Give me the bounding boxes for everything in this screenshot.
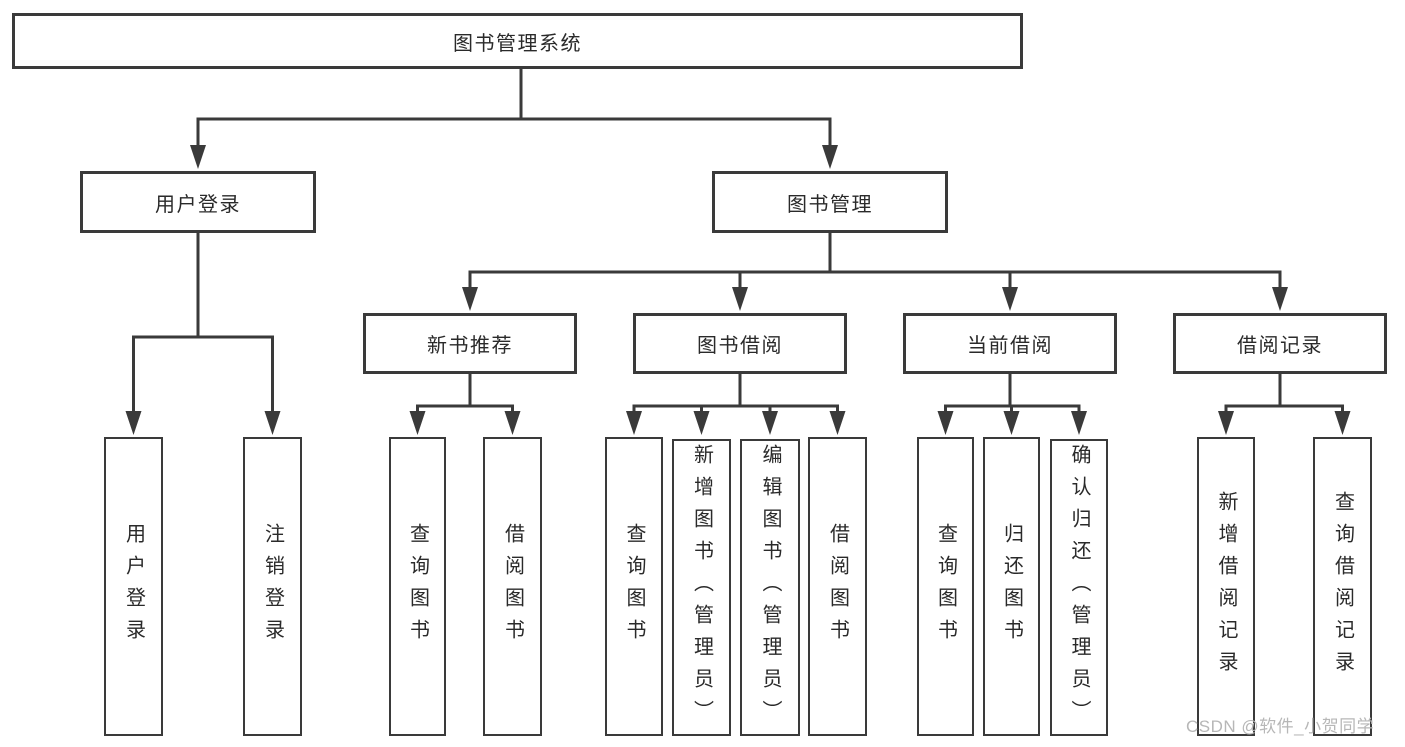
- node-book-borrowing-label: 图书借阅: [697, 335, 783, 357]
- connector-mgmt-to-level3: [462, 231, 1288, 311]
- leaf-current-confirm-return-admin: 确认归还（管理员）: [1050, 439, 1108, 736]
- leaf-borrow-query-book: 查询图书: [605, 437, 663, 736]
- leaf-recommend-borrow-book-label: 借阅图书: [501, 522, 524, 651]
- leaf-recommend-borrow-book: 借阅图书: [483, 437, 542, 736]
- leaf-logout-label: 注销登录: [261, 522, 284, 651]
- connector-root-to-level2: [190, 67, 838, 169]
- node-user-login: 用户登录: [80, 171, 316, 233]
- node-new-book-recommendation: 新书推荐: [363, 313, 577, 374]
- leaf-borrow-edit-book-admin: 编辑图书（管理员）: [740, 439, 800, 736]
- leaf-current-confirm-return-admin-label: 确认归还（管理员）: [1068, 443, 1090, 732]
- leaf-records-query-record-label: 查询借阅记录: [1331, 490, 1354, 683]
- leaf-user-login-label: 用户登录: [122, 522, 145, 651]
- leaf-user-login: 用户登录: [104, 437, 163, 736]
- node-book-management-label: 图书管理: [787, 193, 873, 216]
- leaf-borrow-borrow-book-label: 借阅图书: [826, 522, 849, 651]
- leaf-borrow-add-book-admin-label: 新增图书（管理员）: [690, 443, 713, 732]
- node-current-borrowing: 当前借阅: [903, 313, 1117, 374]
- leaf-records-add-record: 新增借阅记录: [1197, 437, 1255, 736]
- leaf-records-add-record-label: 新增借阅记录: [1215, 490, 1237, 683]
- connector-records-to-leaves: [1218, 372, 1351, 435]
- leaf-current-return-book-label: 归还图书: [1000, 522, 1023, 651]
- leaf-logout: 注销登录: [243, 437, 302, 736]
- leaf-current-return-book: 归还图书: [983, 437, 1040, 736]
- leaf-borrow-query-book-label: 查询图书: [623, 522, 645, 651]
- leaf-current-query-book-label: 查询图书: [934, 522, 957, 651]
- leaf-recommend-query-book-label: 查询图书: [406, 522, 429, 651]
- watermark: CSDN @软件_小贺同学: [1186, 717, 1375, 736]
- leaf-borrow-edit-book-admin-label: 编辑图书（管理员）: [759, 443, 781, 732]
- leaf-borrow-add-book-admin: 新增图书（管理员）: [672, 439, 731, 736]
- node-new-book-recommendation-label: 新书推荐: [427, 335, 513, 357]
- node-user-login-label: 用户登录: [155, 193, 241, 216]
- node-library-system: 图书管理系统: [12, 13, 1023, 69]
- node-book-borrowing: 图书借阅: [633, 313, 847, 374]
- leaf-current-query-book: 查询图书: [917, 437, 974, 736]
- node-library-system-label: 图书管理系统: [453, 32, 582, 55]
- connector-recommend-to-leaves: [409, 372, 521, 435]
- leaf-records-query-record: 查询借阅记录: [1313, 437, 1372, 736]
- leaf-recommend-query-book: 查询图书: [389, 437, 446, 736]
- node-book-management: 图书管理: [712, 171, 948, 233]
- node-borrowing-records-label: 借阅记录: [1237, 335, 1323, 357]
- connector-borrow-to-leaves: [626, 372, 846, 435]
- connector-login-to-leaves: [125, 231, 281, 435]
- node-borrowing-records: 借阅记录: [1173, 313, 1387, 374]
- leaf-borrow-borrow-book: 借阅图书: [808, 437, 867, 736]
- connector-current-to-leaves: [937, 372, 1087, 435]
- node-current-borrowing-label: 当前借阅: [967, 335, 1053, 357]
